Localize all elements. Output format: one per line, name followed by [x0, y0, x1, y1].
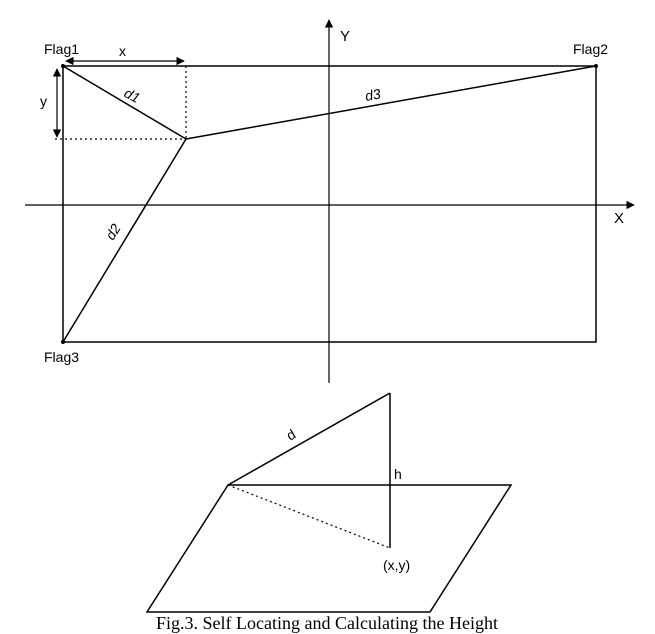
flag2-label: Flag2 — [573, 41, 608, 57]
top-diagram: Flag1 Flag2 Flag3 X Y x y d1 d2 d3 — [25, 19, 635, 383]
x-dimension-label: x — [119, 43, 126, 59]
d2-label: d2 — [102, 221, 124, 243]
flag3-point — [61, 340, 65, 344]
y-axis-label: Y — [340, 28, 350, 45]
ground-plane — [145, 484, 513, 613]
flag3-label: Flag3 — [44, 349, 79, 365]
figure-caption: Fig.3. Self Locating and Calculating the… — [156, 613, 498, 633]
point-label: (x,y) — [383, 557, 410, 573]
h-label: h — [394, 466, 402, 482]
flag2-point — [594, 64, 598, 68]
x-axis-label: X — [614, 210, 624, 227]
d3-line — [185, 65, 597, 140]
d-line — [227, 392, 391, 486]
flag1-label: Flag1 — [44, 41, 79, 57]
flag1-point — [61, 64, 65, 68]
ground-distance-dotted — [227, 484, 391, 549]
y-dimension-label: y — [40, 93, 47, 109]
d2-line — [62, 138, 187, 343]
d1-line — [62, 65, 187, 140]
bottom-diagram: d h (x,y) — [145, 392, 513, 613]
d-label: d — [284, 426, 299, 444]
d1-label: d1 — [122, 85, 143, 106]
d3-label: d3 — [364, 85, 382, 103]
